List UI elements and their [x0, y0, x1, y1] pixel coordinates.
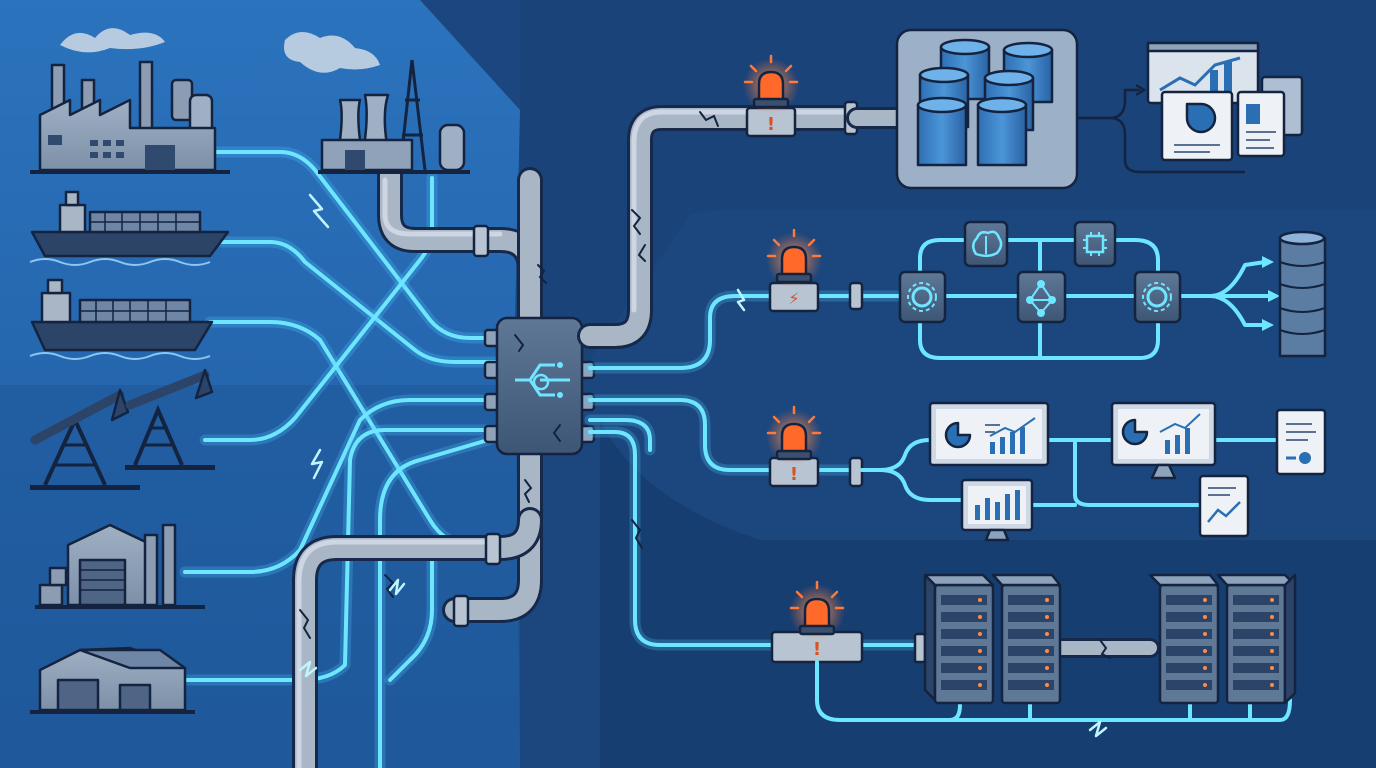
- source-flow-lines: [179, 146, 511, 768]
- server-rack-icon: [1148, 573, 1220, 705]
- warehouse-1: [35, 523, 205, 609]
- server-rack-icon: [923, 573, 995, 705]
- cargo-ship-2: [29, 278, 214, 360]
- valve-symbol: !: [813, 639, 821, 660]
- spark-icons: [308, 193, 746, 480]
- valve-symbol: !: [790, 464, 798, 485]
- factory: [30, 28, 230, 174]
- analytics-dashboards: [860, 401, 1327, 542]
- monitor-icon: [960, 478, 1034, 542]
- database-icon: [916, 38, 1054, 167]
- monitor-icon: [928, 401, 1050, 467]
- document-icon: [1275, 408, 1327, 476]
- warehouse-2: [30, 646, 195, 714]
- branch-pipes: [577, 100, 921, 651]
- server-racks: [815, 573, 1297, 738]
- cargo-ship-1: [29, 190, 230, 266]
- gear-icon: [898, 270, 947, 324]
- monitor-icon: [1110, 401, 1217, 480]
- database-icon: [1278, 230, 1327, 358]
- alarm-valve-storage: !: [743, 54, 799, 138]
- brain-icon: [963, 220, 1009, 268]
- report-documents: [1146, 41, 1304, 162]
- document-icon: [1198, 474, 1250, 538]
- valve-symbol: ⚡: [788, 289, 799, 308]
- chip-icon: [1073, 220, 1117, 268]
- alarm-valve-analytics: !: [766, 405, 864, 488]
- routing-hub: [483, 316, 596, 456]
- power-plant: [284, 31, 470, 174]
- network-node-icon: [1016, 270, 1067, 324]
- alarm-valve-processing: ⚡: [766, 228, 864, 313]
- gear-icon: [1133, 270, 1182, 324]
- storage-tanks-panel: [895, 28, 1245, 190]
- processing-network: [898, 220, 1327, 360]
- server-rack-icon: [1216, 573, 1297, 705]
- valve-symbol: !: [767, 114, 775, 135]
- main-pipes: [292, 162, 547, 768]
- oil-pumpjacks: [30, 368, 215, 490]
- server-rack-icon: [991, 573, 1062, 705]
